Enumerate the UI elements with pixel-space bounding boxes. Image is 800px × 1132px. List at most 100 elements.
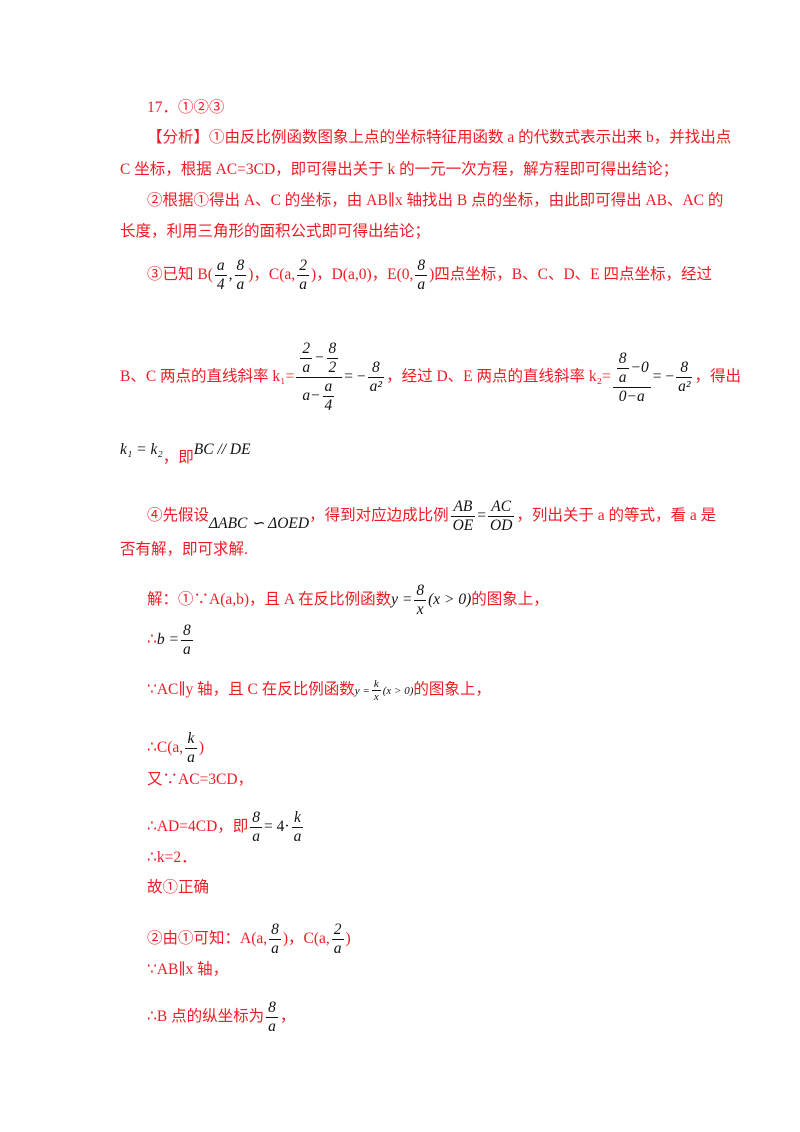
solution-line-10: ∵AB∥x 轴， (147, 961, 229, 978)
numerator: a (214, 257, 227, 276)
comma: , (228, 266, 233, 284)
minus: − (310, 387, 321, 405)
numerator: 2 (331, 921, 344, 940)
denominator: a (236, 276, 245, 293)
text: ∵AC∥y 轴，且 C 在反比例函数 (147, 681, 355, 699)
denominator: a (268, 1018, 276, 1035)
denominator: 2 (328, 359, 337, 376)
therefore: ∴ (147, 631, 157, 649)
math: ΔABC ∽ ΔOED (209, 515, 310, 533)
equals: = (477, 507, 487, 525)
text: )，C(a, (282, 930, 330, 948)
analysis-p3-line3: k₁ = k₂，即BC // DE (120, 440, 251, 466)
text: )，D(a,0)，E(0, (310, 266, 414, 284)
text: ，列出关于 a 的等式，看 a 是 (516, 507, 717, 525)
denominator: a (417, 276, 426, 293)
numerator: 2 (297, 257, 309, 276)
analysis-label: 【分析】 (147, 129, 210, 146)
condition: (x > 0) (428, 591, 472, 609)
equals: = − (344, 368, 366, 386)
numerator: 8 (180, 622, 193, 641)
text: ) (198, 739, 205, 757)
text: ，得出 (694, 368, 741, 386)
term: −0 (630, 358, 649, 376)
minus: − (314, 349, 325, 367)
analysis-p1-line2: C 坐标，根据 AC=3CD，即可得出关于 k 的一元一次方程，解方程即可得出结… (120, 161, 679, 178)
denominator: a² (678, 378, 691, 395)
text: ②由①可知：A(a, (147, 930, 268, 948)
numerator: 8 (367, 359, 385, 378)
text: ∴C(a, (147, 739, 184, 757)
numerator: k (291, 809, 304, 828)
text: B、C 两点的直线斜率 k₁= (120, 368, 295, 386)
text: ) (345, 930, 351, 948)
text: ∴AD=4CD，即 (147, 818, 249, 836)
analysis-text: ①由反比例函数图象上点的坐标特征用函数 a 的代数式表示出来 b，并找出点 (209, 129, 732, 146)
denominator: a (299, 276, 307, 293)
text: ，得到对应边成比例 (309, 507, 449, 525)
denominator: x (373, 691, 379, 703)
denominator: a (271, 940, 279, 957)
denominator: OD (490, 517, 513, 534)
numerator: 8 (269, 921, 281, 940)
denominator: a (293, 828, 302, 845)
denominator: 0−a (618, 387, 645, 405)
text: ④先假设 (147, 507, 210, 525)
math: y = (354, 685, 370, 698)
denominator: a (252, 828, 261, 845)
math: BC // DE (193, 441, 251, 458)
answer: 17．①②③ (147, 99, 225, 116)
analysis-p2-line2: 长度，利用三角形的面积公式即可得出结论； (120, 223, 431, 240)
denominator: x (416, 601, 424, 618)
numerator: 8 (616, 349, 629, 369)
text: ③已知 B( (147, 266, 213, 284)
math: y = (391, 591, 413, 609)
text: ，即 (162, 449, 194, 466)
numerator: k (185, 730, 197, 749)
numerator: AB (450, 498, 476, 517)
numerator: 8 (250, 809, 263, 828)
text: ， (279, 1008, 296, 1026)
analysis-p2-line1: ②根据①得出 A、C 的坐标，由 AB∥x 轴找出 B 点的坐标，由此即可得出 … (147, 192, 724, 209)
numerator: a (322, 378, 335, 397)
equals: = 4· (264, 818, 290, 836)
text: 的图象上， (471, 591, 549, 609)
denominator: a (618, 368, 627, 386)
numerator: 8 (326, 340, 339, 359)
numerator: 8 (266, 999, 278, 1018)
text: ∴B 点的纵坐标为 (147, 1008, 265, 1026)
math: b = (156, 631, 179, 649)
